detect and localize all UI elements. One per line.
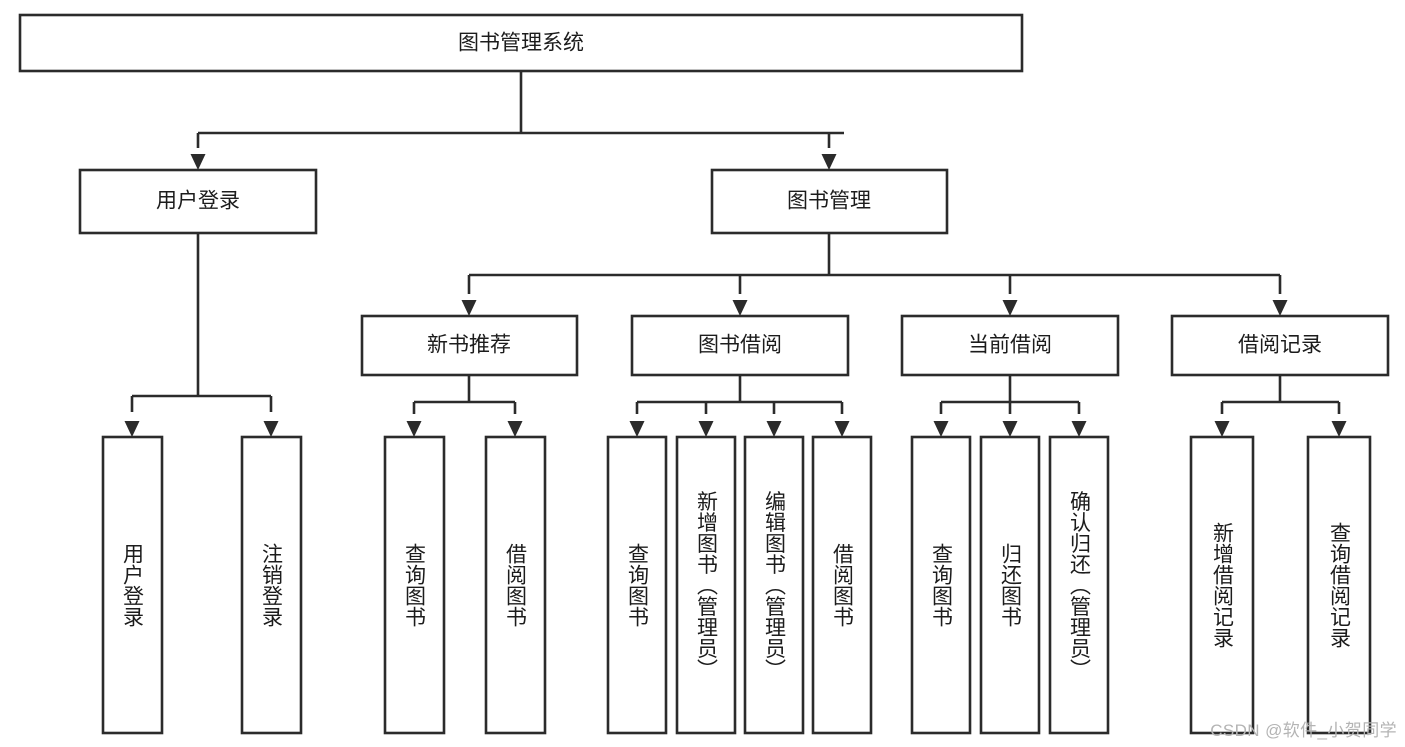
arrowhead-leaf-borrow-book-2 <box>834 421 850 437</box>
node-leaf-query-book-3[interactable]: 查询图书 <box>910 435 972 735</box>
arrowhead-current-borrow <box>1002 300 1018 316</box>
node-leaf-user-logout-label: 注销登录 <box>260 543 284 627</box>
node-leaf-user-login-box[interactable] <box>101 435 164 735</box>
node-borrow-record-label: 借阅记录 <box>1238 334 1322 357</box>
node-leaf-edit-book-label: 编辑图书（管理员） <box>763 491 787 680</box>
node-book-manage-label: 图书管理 <box>787 190 871 213</box>
node-leaf-add-book-label: 新增图书（管理员） <box>695 491 719 680</box>
arrowhead-new-book-rec <box>461 300 477 316</box>
node-leaf-query-book-3-box[interactable] <box>910 435 972 735</box>
node-leaf-borrow-book-1[interactable]: 借阅图书 <box>484 435 547 735</box>
node-book-borrow-label: 图书借阅 <box>698 334 782 357</box>
node-user-login-box[interactable] <box>78 168 318 235</box>
node-current-borrow[interactable]: 当前借阅 <box>900 314 1120 377</box>
node-leaf-add-record-label: 新增借阅记录 <box>1211 522 1235 648</box>
node-leaf-query-book-1[interactable]: 查询图书 <box>383 435 446 735</box>
arrowhead-leaf-user-logout <box>263 421 279 437</box>
edges-level-2-to-3 <box>461 233 1288 316</box>
edges-user-login-to-leaves <box>124 233 279 437</box>
arrowhead-leaf-query-record <box>1331 421 1347 437</box>
csdn-watermark: CSDN @软件_小贺同学 <box>1210 721 1397 740</box>
node-leaf-query-book-3-label: 查询图书 <box>930 543 954 627</box>
node-leaf-confirm-return-label: 确认归还（管理员） <box>1068 491 1092 680</box>
node-leaf-edit-book-box[interactable] <box>743 435 805 735</box>
node-user-login-label: 用户登录 <box>156 190 240 213</box>
node-leaf-user-login-label: 用户登录 <box>121 543 145 627</box>
node-leaf-query-book-2[interactable]: 查询图书 <box>606 435 668 735</box>
edges-new-book-rec-to-leaves <box>406 375 523 437</box>
node-borrow-record-box[interactable] <box>1170 314 1390 377</box>
node-leaf-query-book-2-label: 查询图书 <box>626 543 650 627</box>
node-new-book-rec-box[interactable] <box>360 314 579 377</box>
node-leaf-return-book-box[interactable] <box>979 435 1041 735</box>
node-leaf-query-book-1-box[interactable] <box>383 435 446 735</box>
node-leaf-borrow-book-2-box[interactable] <box>811 435 873 735</box>
node-root[interactable]: 图书管理系统 <box>18 13 1024 73</box>
arrowhead-leaf-add-record <box>1214 421 1230 437</box>
arrowhead-leaf-confirm-return <box>1071 421 1087 437</box>
node-leaf-confirm-return[interactable]: 确认归还（管理员） <box>1048 435 1110 735</box>
node-leaf-borrow-book-1-box[interactable] <box>484 435 547 735</box>
node-book-borrow[interactable]: 图书借阅 <box>630 314 850 377</box>
node-leaf-user-login[interactable]: 用户登录 <box>101 435 164 735</box>
node-current-borrow-box[interactable] <box>900 314 1120 377</box>
node-book-manage-box[interactable] <box>710 168 949 235</box>
node-leaf-query-record-box[interactable] <box>1306 435 1372 735</box>
arrowhead-book-borrow <box>732 300 748 316</box>
node-new-book-rec-label: 新书推荐 <box>427 334 511 357</box>
arrowhead-leaf-user-login <box>124 421 140 437</box>
arrowhead-book-manage <box>821 154 837 170</box>
node-user-login[interactable]: 用户登录 <box>78 168 318 235</box>
arrowhead-leaf-add-book <box>698 421 714 437</box>
node-leaf-add-book-box[interactable] <box>675 435 737 735</box>
node-current-borrow-label: 当前借阅 <box>968 334 1052 357</box>
node-leaf-confirm-return-box[interactable] <box>1048 435 1110 735</box>
node-leaf-borrow-book-2-label: 借阅图书 <box>831 543 855 627</box>
arrowhead-leaf-borrow-book-1 <box>507 421 523 437</box>
node-leaf-edit-book[interactable]: 编辑图书（管理员） <box>743 435 805 735</box>
edges-borrow-record-to-leaves <box>1214 375 1347 437</box>
arrowhead-leaf-query-book-1 <box>406 421 422 437</box>
node-book-borrow-box[interactable] <box>630 314 850 377</box>
node-leaf-borrow-book-1-label: 借阅图书 <box>504 543 528 627</box>
node-leaf-add-book[interactable]: 新增图书（管理员） <box>675 435 737 735</box>
node-leaf-query-book-1-label: 查询图书 <box>403 543 427 627</box>
node-leaf-borrow-book-2[interactable]: 借阅图书 <box>811 435 873 735</box>
node-root-label: 图书管理系统 <box>458 32 584 55</box>
arrowhead-leaf-edit-book <box>766 421 782 437</box>
node-leaf-return-book-label: 归还图书 <box>999 543 1023 627</box>
node-leaf-add-record[interactable]: 新增借阅记录 <box>1189 435 1255 735</box>
node-borrow-record[interactable]: 借阅记录 <box>1170 314 1390 377</box>
node-leaf-user-logout[interactable]: 注销登录 <box>240 435 303 735</box>
node-leaf-query-book-2-box[interactable] <box>606 435 668 735</box>
node-new-book-rec[interactable]: 新书推荐 <box>360 314 579 377</box>
node-root-box[interactable] <box>18 13 1024 73</box>
arrowhead-leaf-return-book <box>1002 421 1018 437</box>
node-leaf-query-record-label: 查询借阅记录 <box>1328 522 1352 648</box>
arrowhead-user-login <box>190 154 206 170</box>
node-leaf-return-book[interactable]: 归还图书 <box>979 435 1041 735</box>
edges-book-borrow-to-leaves <box>629 375 850 437</box>
arrowhead-leaf-query-book-3 <box>933 421 949 437</box>
arrowhead-leaf-query-book-2 <box>629 421 645 437</box>
node-leaf-query-record[interactable]: 查询借阅记录 <box>1306 435 1372 735</box>
arrowhead-borrow-record <box>1272 300 1288 316</box>
edges-level-1-to-2 <box>190 71 844 170</box>
node-leaf-user-logout-box[interactable] <box>240 435 303 735</box>
node-leaf-add-record-box[interactable] <box>1189 435 1255 735</box>
edges-current-borrow-to-leaves <box>933 375 1087 437</box>
node-book-manage[interactable]: 图书管理 <box>710 168 949 235</box>
